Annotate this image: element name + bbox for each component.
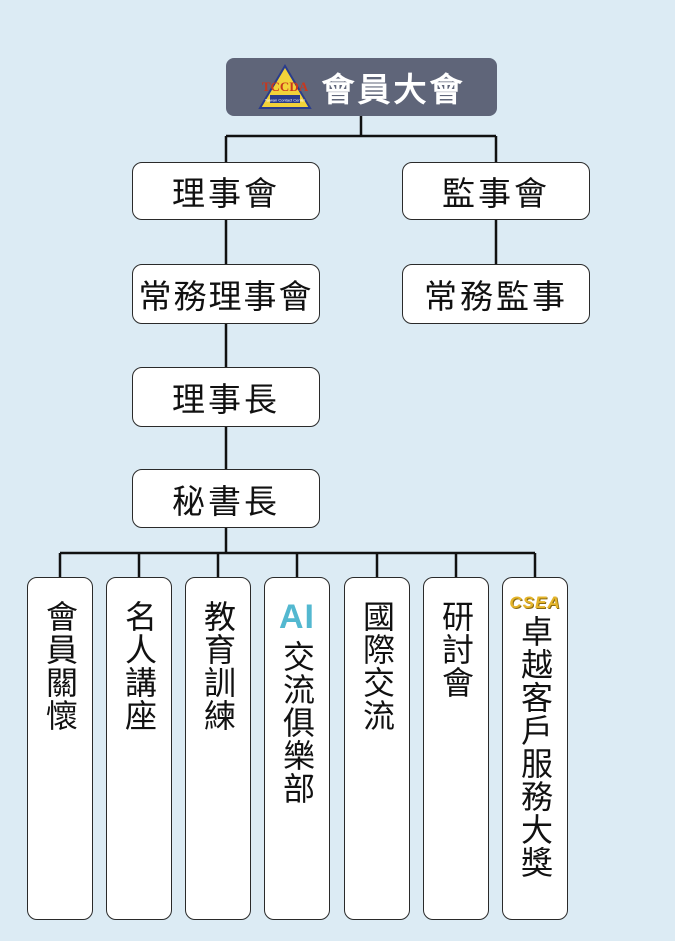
- secretary-general-box: 秘書長: [132, 469, 320, 528]
- standing-board-label: 常務理事會: [138, 277, 314, 316]
- supervisors-label: 監事會: [442, 174, 550, 213]
- standing-supervisor-label: 常務監事: [424, 277, 568, 316]
- dept-education-training-label: 教育訓練: [199, 600, 237, 732]
- chairman-label: 理事長: [172, 380, 280, 419]
- dept-member-care-label: 會員關懷: [41, 600, 79, 732]
- dept-csea-award: CSEA 卓越客戶服務大獎: [502, 577, 568, 920]
- supervisors-box: 監事會: [402, 162, 590, 220]
- board-label: 理事會: [172, 174, 280, 213]
- svg-text:Taiwan Contact Center: Taiwan Contact Center: [264, 98, 305, 103]
- general-assembly-box: TCCDA Taiwan Contact Center 會員大會: [226, 58, 497, 116]
- dept-international-exchange-label: 國際交流: [358, 600, 396, 732]
- dept-ai-exchange-club-label: 交流俱樂部: [278, 640, 316, 805]
- svg-text:TCCDA: TCCDA: [261, 79, 308, 94]
- dept-ai-exchange-club: AI 交流俱樂部: [264, 577, 330, 920]
- standing-supervisor-box: 常務監事: [402, 264, 590, 324]
- tccda-logo: TCCDA Taiwan Contact Center: [257, 64, 312, 109]
- dept-seminar: 研討會: [423, 577, 489, 920]
- dept-celebrity-lecture: 名人講座: [106, 577, 172, 920]
- secretary-general-label: 秘書長: [172, 481, 280, 521]
- dept-celebrity-lecture-label: 名人講座: [120, 600, 158, 732]
- standing-board-box: 常務理事會: [132, 264, 320, 324]
- dept-seminar-label: 研討會: [437, 600, 475, 699]
- general-assembly-title: 會員大會: [321, 70, 466, 109]
- dept-international-exchange: 國際交流: [344, 577, 410, 920]
- dept-member-care: 會員關懷: [27, 577, 93, 920]
- chairman-box: 理事長: [132, 367, 320, 427]
- csea-logo: CSEA: [509, 593, 561, 612]
- dept-csea-award-label: 卓越客戶服務大獎: [516, 615, 554, 879]
- ai-badge: AI: [279, 598, 315, 636]
- dept-education-training: 教育訓練: [185, 577, 251, 920]
- board-box: 理事會: [132, 162, 320, 220]
